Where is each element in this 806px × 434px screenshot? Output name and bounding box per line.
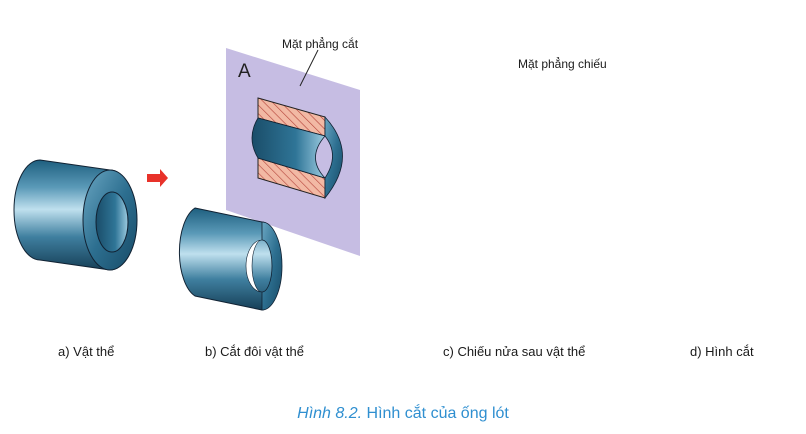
step-arrow-1 (147, 169, 168, 187)
cut-plane-leader (299, 49, 319, 87)
rear-half-on-plane (251, 97, 343, 200)
step-label-cut: b) Cắt đôi vật thể (205, 344, 304, 359)
step-label-project: c) Chiếu nửa sau vật thể (443, 344, 586, 359)
object-bushing (13, 159, 138, 271)
cutting-plane-letter: A (238, 61, 251, 82)
step-label-object: a) Vật thể (58, 344, 115, 359)
figure-number: Hình 8.2. (297, 405, 363, 422)
figure-caption: Hình 8.2. Hình cắt của ống lót (0, 405, 806, 423)
figure-title: Hình cắt của ống lót (366, 405, 509, 422)
projection-plane-label: Mặt phẳng chiếu (518, 57, 607, 71)
front-half-removed (178, 207, 283, 311)
cutting-plane-label: Mặt phẳng cắt (282, 37, 359, 51)
step-label-section: d) Hình cắt (690, 344, 754, 359)
